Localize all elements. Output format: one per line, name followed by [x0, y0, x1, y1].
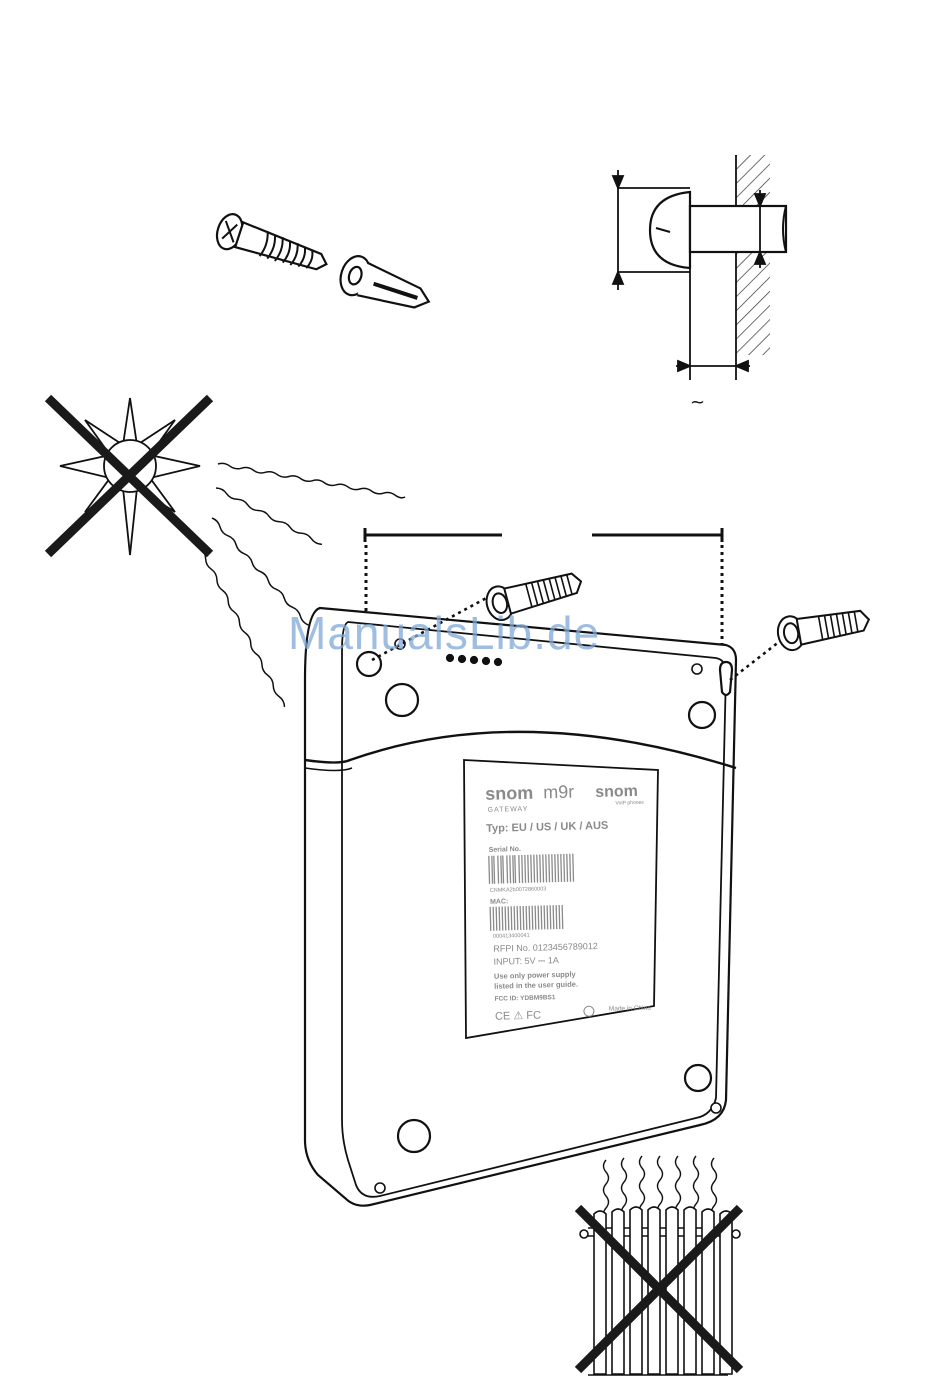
label-brand-right: snom — [595, 783, 638, 801]
label-made-in: Made in China — [609, 1005, 651, 1013]
label-cert-marks: CE ⚠ FC — [495, 1010, 541, 1023]
label-gateway: GATEWAY — [488, 806, 529, 814]
label-model: m9r — [543, 782, 575, 803]
approx-symbol: ~ — [690, 392, 705, 413]
mounting-screw-right — [730, 603, 872, 680]
label-input: INPUT: 5V ⎓ 1A — [493, 955, 558, 967]
no-heat-source-icon — [578, 1156, 740, 1375]
wall-section-diagram — [613, 155, 786, 380]
screw-and-plug-illustration — [213, 211, 436, 319]
label-mac-caption: MAC: — [490, 898, 508, 905]
serial-barcode — [489, 854, 574, 884]
watermark: ManualsLib.de — [288, 606, 600, 660]
product-label: snom m9r snom VoIP phones GATEWAY Typ: E… — [464, 760, 658, 1038]
label-brand: snom — [485, 783, 534, 804]
label-brand-right-sub: VoIP phones — [615, 800, 644, 807]
label-mac-value: 000413400041 — [493, 933, 530, 940]
label-serial-caption: Serial No. — [489, 846, 522, 854]
